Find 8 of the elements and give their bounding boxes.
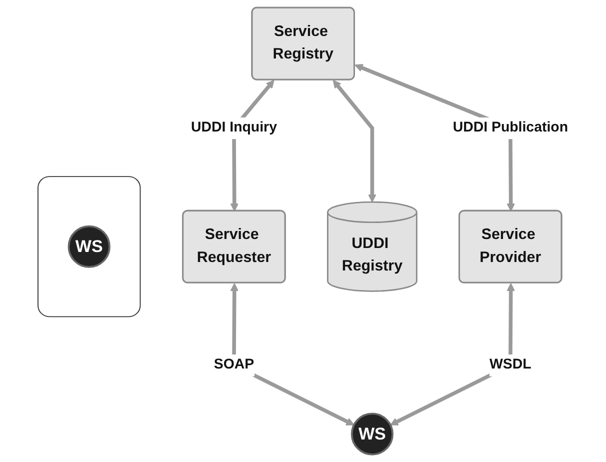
edge-label: SOAP [214,356,254,373]
edge-label: UDDI Publication [452,119,568,136]
arrow [332,80,376,202]
node-circle: WS [68,225,110,268]
edge-label: WSDL [490,356,532,373]
cluster [38,176,141,318]
node-circle: WS [350,412,394,456]
edge-label: UDDI Inquiry [190,119,277,136]
